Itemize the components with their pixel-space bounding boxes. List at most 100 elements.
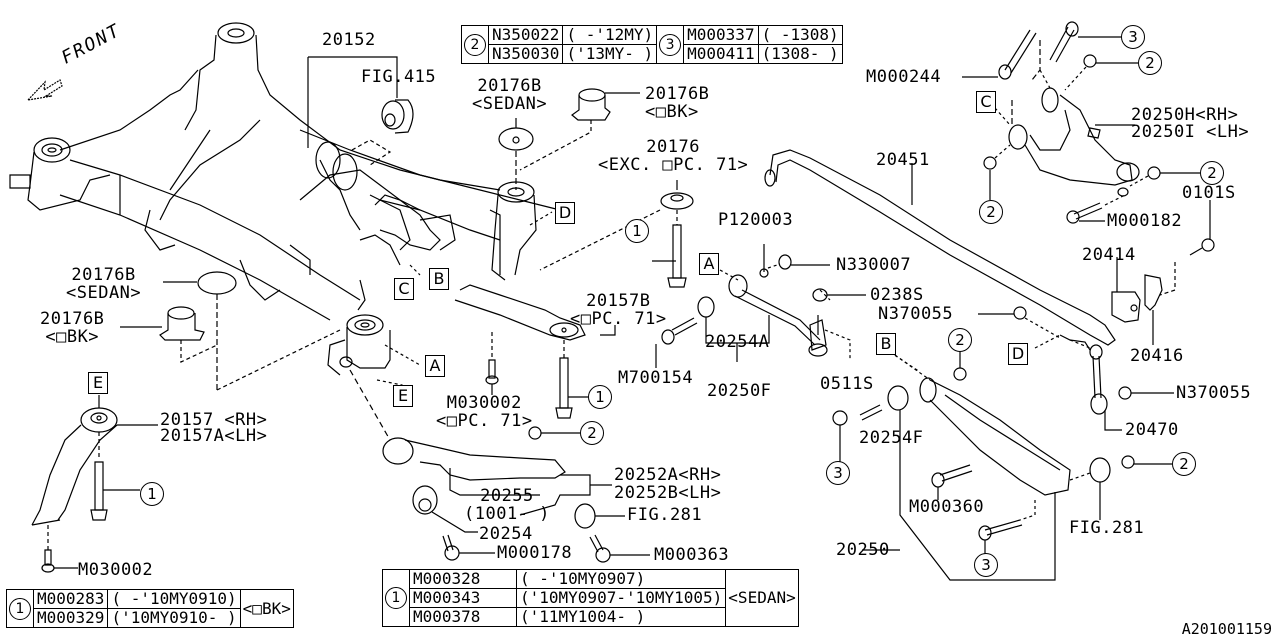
ref-box-d-lower: D (1008, 343, 1028, 365)
part-label-m030002-center[interactable]: M030002 <□PC. 71> (436, 393, 533, 431)
part-label-20416[interactable]: 20416 (1130, 346, 1184, 366)
part-label-m000360[interactable]: M000360 (909, 497, 985, 517)
bolt-m000244 (962, 29, 1037, 80)
trailing-arm-20252 (349, 369, 650, 563)
upper-arm-20250h (1008, 40, 1140, 197)
ref-box-c-frame: C (394, 278, 414, 300)
part-label-20176b-obk-top[interactable]: 20176B <□BK> (645, 84, 710, 122)
table-part[interactable]: M000329 (32, 608, 109, 628)
top-parts-table: 2 N350022 ( -'12MY) 3 M000337 ( -1308) N… (461, 25, 843, 64)
table-part[interactable]: M000337 (683, 25, 759, 45)
mount-20176 (539, 180, 694, 288)
bracket-20416 (1144, 262, 1176, 345)
table-range: ('11MY1004- ) (515, 607, 727, 627)
table-range: (1308- ) (757, 44, 843, 64)
part-label-fig415[interactable]: FIG.415 (361, 67, 437, 87)
part-label-20152[interactable]: 20152 (322, 30, 376, 50)
ref-box-b-lower: B (876, 333, 896, 355)
table-ref-1: 1 (382, 569, 410, 627)
part-label-n370055-upper[interactable]: N370055 (878, 304, 954, 324)
part-label-20451[interactable]: 20451 (876, 150, 930, 170)
part-label-20157b[interactable]: 20157B <□PC. 71> (570, 291, 667, 329)
part-label-20414[interactable]: 20414 (1082, 245, 1136, 265)
crossmember-frame (9, 22, 561, 376)
arm-20157 (31, 395, 158, 573)
table-part[interactable]: M000343 (409, 588, 517, 608)
mount-20176b-sedan-top (498, 118, 534, 190)
bottom-left-parts-table: 1 M000283 ( -'10MY0910) <□BK> M000329 ('… (6, 589, 294, 628)
part-label-20176b-sedan-left[interactable]: 20176B <SEDAN> (66, 265, 142, 303)
table-part[interactable]: N350022 (487, 25, 564, 45)
part-label-m700154[interactable]: M700154 (618, 368, 694, 388)
part-label-m000178[interactable]: M000178 (497, 543, 573, 563)
nut-ref2-right (1129, 166, 1200, 187)
ref-box-e-arm: E (88, 372, 108, 394)
table-range: ( -'10MY0907) (515, 569, 727, 589)
part-label-0238s[interactable]: 0238S (870, 285, 924, 305)
nut-n370055 (978, 306, 1174, 400)
part-label-fig281-right[interactable]: FIG.281 (1069, 518, 1145, 538)
table-part[interactable]: N350030 (487, 44, 564, 64)
stabilizer-bar-20451 (764, 149, 1116, 346)
part-label-20470[interactable]: 20470 (1125, 420, 1179, 440)
table-part[interactable]: M000328 (409, 569, 517, 589)
part-label-m000182[interactable]: M000182 (1107, 211, 1183, 231)
bolt-ref3-top (1049, 21, 1121, 63)
link-20250f (655, 244, 866, 368)
part-label-p120003[interactable]: P120003 (718, 210, 794, 230)
table-note: <□BK> (239, 589, 294, 628)
bushing-fig415 (307, 56, 414, 166)
part-label-20176b-obk-left[interactable]: 20176B <□BK> (40, 309, 105, 347)
part-label-20157[interactable]: 20157 <RH> (160, 410, 268, 430)
table-range: ( -'10MY0910) (107, 589, 241, 609)
part-label-20252b[interactable]: 20252B<LH> (614, 483, 722, 503)
bottom-center-parts-table: 1 M000328 ( -'10MY0907) <SEDAN> M000343 … (382, 569, 799, 627)
part-label-0511s[interactable]: 0511S (820, 374, 874, 394)
ref-circle-3-bottom: 3 (974, 553, 998, 577)
link-20470 (1059, 334, 1122, 431)
part-label-20176b-sedan-top[interactable]: 20176B <SEDAN> (472, 76, 548, 114)
table-ref-1: 1 (6, 589, 34, 628)
ref-box-a-link: A (699, 253, 719, 275)
bolt-m000182 (1066, 194, 1126, 224)
part-label-m000244[interactable]: M000244 (866, 67, 942, 87)
table-part[interactable]: M000378 (409, 607, 517, 627)
arm-20157b (454, 284, 616, 419)
ref-box-c-upper: C (976, 91, 996, 113)
part-label-0101s[interactable]: 0101S (1182, 183, 1236, 203)
ref-box-a-frame: A (425, 355, 445, 377)
part-label-m000363[interactable]: M000363 (654, 545, 730, 565)
ref-circle-1-20176: 1 (625, 219, 649, 243)
part-label-20250f[interactable]: 20250F (707, 381, 772, 401)
table-range: ( -1308) (757, 25, 843, 45)
nut-ref2-left (983, 144, 1011, 200)
part-label-20250i[interactable]: 20250I <LH> (1131, 122, 1250, 142)
table-ref-2: 2 (461, 25, 489, 64)
part-label-fig281-center[interactable]: FIG.281 (627, 505, 703, 525)
nut-ref2-center (528, 426, 580, 440)
part-label-20252a[interactable]: 20252A<RH> (614, 465, 722, 485)
ref-circle-1-20157b: 1 (588, 385, 612, 409)
table-range: ( -'12MY) (562, 25, 658, 45)
ref-circle-2-top: 2 (1138, 51, 1162, 75)
part-label-20254[interactable]: 20254 (479, 524, 533, 544)
part-label-20254f[interactable]: 20254F (859, 428, 924, 448)
table-part[interactable]: M000283 (32, 589, 109, 609)
ref-circle-2-right: 2 (1200, 161, 1224, 185)
part-label-n370055-lower[interactable]: N370055 (1176, 383, 1252, 403)
front-arrow-icon (26, 79, 63, 101)
part-label-20254a[interactable]: 20254A (705, 332, 770, 352)
part-label-20157a[interactable]: 20157A<LH> (160, 426, 268, 446)
part-label-20255[interactable]: 20255 (1001- ) (464, 486, 550, 524)
part-label-n330007[interactable]: N330007 (836, 255, 912, 275)
part-label-20250h[interactable]: 20250H<RH> (1131, 105, 1239, 125)
table-part[interactable]: M000411 (683, 44, 759, 64)
part-label-20250[interactable]: 20250 (836, 540, 890, 560)
ref-circle-2-left: 2 (979, 200, 1003, 224)
part-label-20176[interactable]: 20176 <EXC. □PC. 71> (598, 137, 749, 175)
mount-20176b-obk-top (519, 88, 640, 171)
part-label-m030002-left[interactable]: M030002 (78, 560, 154, 580)
table-ref-3: 3 (656, 25, 685, 64)
ref-circle-3-20254f: 3 (826, 461, 850, 485)
